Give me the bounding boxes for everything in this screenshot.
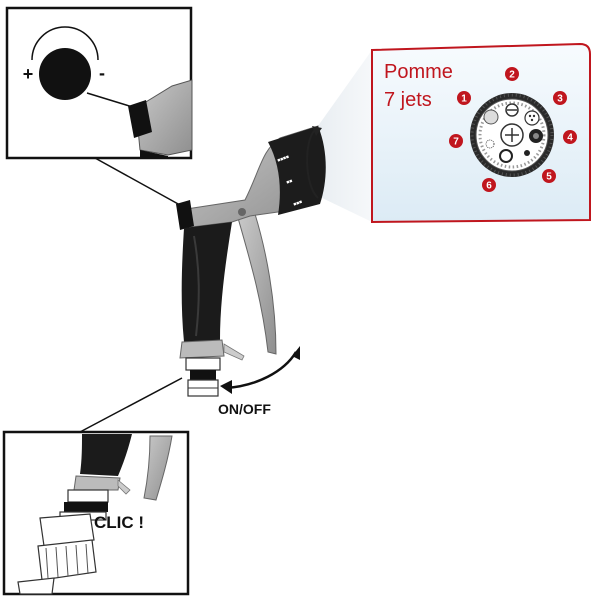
dial-minus-label: - [99,63,105,83]
jet-marker: 6 [482,178,496,192]
nut-ridge-2 [55,546,59,578]
dial-plus-label: + [23,64,34,84]
inset-leader-line [86,92,137,109]
regulator-inset: + - [5,6,193,160]
jet-shower-icon [524,110,540,126]
nut-ridge-4 [75,544,79,576]
inset-grip [80,434,132,476]
hose-coupling-body [39,513,95,547]
inset-grip-top [140,150,168,158]
jet-marker-number: 7 [453,137,459,148]
regulator-leader-line [94,157,181,206]
flow-regulator-ring [176,200,194,230]
clic-label: CLIC ! [94,513,144,532]
lock-clip [223,343,245,361]
nut-ridge-5 [85,543,89,575]
jet-marker: 4 [563,130,577,144]
head-marking-2: ■■ [286,178,294,186]
jet-full-core [533,133,539,139]
jet-shower-dot-2 [532,114,536,118]
jet-angle-icon [485,139,495,149]
double-arrow-icon [225,351,298,390]
dial-arc [31,26,99,61]
connector-top [185,357,221,371]
rotate-arrow-icon [306,129,319,199]
inset-trigger [143,435,173,501]
jet-mist-icon [483,109,499,125]
spray-mist-ring [478,101,546,169]
on-off-arrow-head-right [292,346,300,360]
connector-leader-line [79,377,183,433]
jet-cone-icon [524,150,530,156]
jet-marker-number: 1 [461,94,467,105]
spray-head-grip-serration [470,93,554,177]
jet-marker: 3 [553,91,567,105]
pomme-label: Pomme [384,61,453,83]
jet-shower-dot-3 [530,118,534,122]
head-marking-1: ■■■■ [277,154,290,164]
handle-grip [181,222,232,342]
jet-marker-number: 6 [486,181,492,192]
jet-markers: 1 2 3 4 5 6 7 [449,67,577,192]
spray-head-face [470,93,554,177]
jet-marker: 1 [457,91,471,105]
trigger-lever [237,213,277,355]
regulator-dial: + - [23,26,105,100]
hose-end [17,577,55,595]
jet-marker: 7 [449,134,463,148]
jet-marker-number: 5 [546,172,552,183]
jet-marker-number: 4 [567,133,573,144]
nut-ridge-3 [65,545,69,577]
jets-count-label: 7 jets [384,89,432,111]
head-marking-3: ■■■ [293,199,304,208]
jet-marker-number: 3 [557,94,563,105]
inset-connector-top [67,489,109,503]
connector-inset: CLIC ! [2,430,190,596]
connector-collar [190,370,216,380]
grip-end-cap [179,339,225,359]
grip-texture [193,235,200,337]
jet-soaker-icon [499,149,513,163]
on-off-label: ON/OFF [218,401,271,417]
nozzle-main: ■■■■ ■■ ■■■ [176,125,326,397]
inset-lock-clip [117,479,131,495]
spray-head-ring [268,126,326,215]
jet-marker: 5 [542,169,556,183]
jets-inset: Pomme 7 jets 1 2 [318,42,591,224]
rotate-arrow-head [312,126,322,136]
inset-end-cap [73,475,121,491]
on-off-arrow-head-left [220,380,232,394]
dial-knob-icon [39,48,91,100]
body-screw [238,208,246,216]
jet-marker: 2 [505,67,519,81]
inset-connector-collar [64,502,108,512]
on-off-control: ON/OFF [218,346,300,417]
inset-regulator-ring [128,100,152,138]
zoom-cone [318,50,372,222]
jet-marker-number: 2 [509,70,515,81]
jet-shower-dot-1 [528,114,532,118]
nut-ridge-1 [45,547,49,579]
